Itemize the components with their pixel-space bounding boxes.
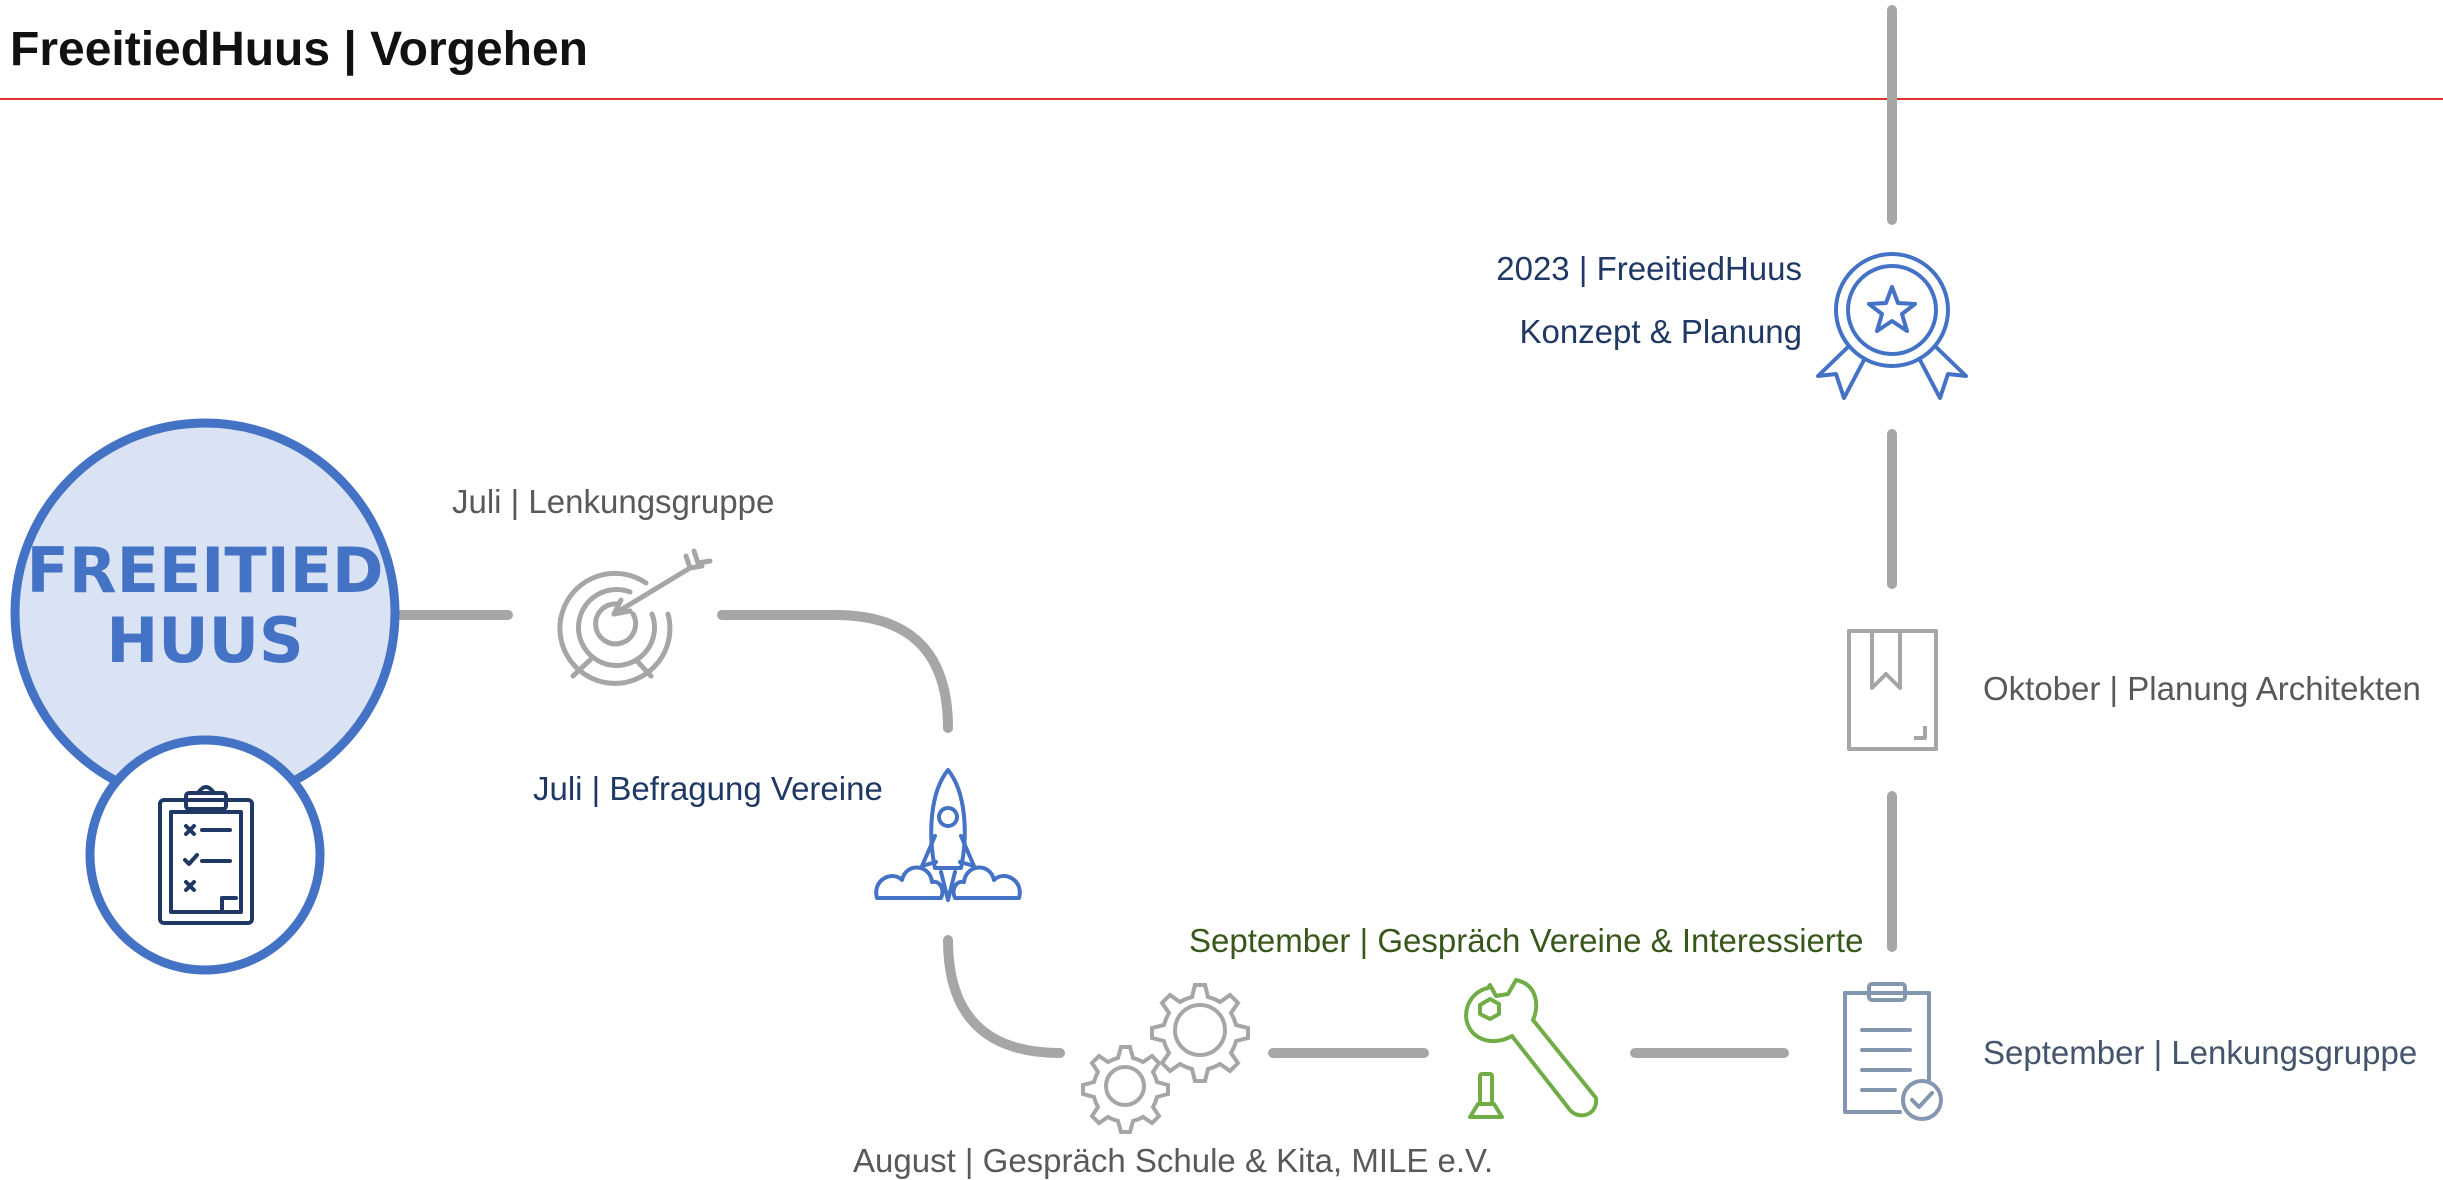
connector-target-rocket (717, 610, 953, 733)
step-award: 2023 | FreeitiedHuus Konzept & Planung (1496, 250, 1968, 400)
gears-icon (1081, 983, 1250, 1134)
step-label-target: Juli | Lenkungsgruppe (452, 483, 774, 520)
hub-title-line1: FREEITIED (26, 534, 383, 607)
step-label-award-line1: 2023 | FreeitiedHuus (1496, 250, 1802, 287)
book-icon (1847, 629, 1938, 751)
step-label-gears: August | Gespräch Schule & Kita, MILE e.… (853, 1142, 1493, 1179)
connector-rocket-gears (943, 935, 1065, 1058)
step-label-wrench: September | Gespräch Vereine & Interessi… (1189, 922, 1863, 959)
document-check-icon (1843, 982, 1943, 1121)
target-arrow-icon (557, 548, 713, 686)
hub-title-line2: HUUS (106, 604, 303, 677)
clipboard-checklist-icon (158, 785, 254, 925)
step-label-book: Oktober | Planung Architekten (1983, 670, 2421, 707)
award-ribbon-icon (1816, 252, 1968, 400)
step-target: Juli | Lenkungsgruppe (452, 483, 774, 686)
rocket-launch-icon (874, 768, 1022, 902)
step-label-document: September | Lenkungsgruppe (1983, 1034, 2417, 1071)
step-gears: August | Gespräch Schule & Kita, MILE e.… (853, 983, 1493, 1179)
wrench-screw-icon (1464, 978, 1599, 1119)
step-book: Oktober | Planung Architekten (1847, 629, 2421, 751)
step-label-award-line2: Konzept & Planung (1519, 313, 1802, 350)
timeline-connectors (390, 5, 1897, 1058)
hub-sub-circle (85, 735, 325, 975)
page-title: FreeitiedHuus | Vorgehen (10, 23, 588, 76)
step-label-rocket: Juli | Befragung Vereine (533, 770, 883, 807)
hub: FREEITIED HUUS (10, 418, 400, 975)
step-rocket: Juli | Befragung Vereine (533, 768, 1022, 902)
step-document: September | Lenkungsgruppe (1843, 982, 2417, 1121)
step-wrench: September | Gespräch Vereine & Interessi… (1189, 922, 1863, 1119)
